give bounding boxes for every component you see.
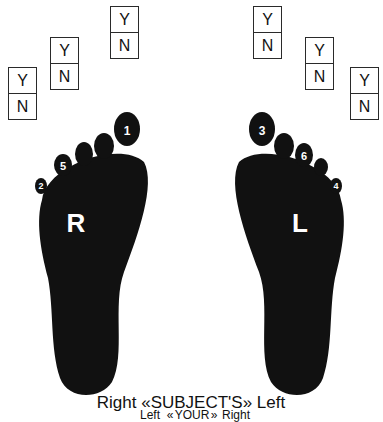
answer-letter: Y (262, 12, 273, 28)
answer-letter: Y (359, 73, 370, 89)
yes-box: Y (110, 6, 139, 33)
toe-number: 4 (333, 182, 338, 191)
toe-number: 1 (124, 125, 131, 137)
toe (54, 154, 72, 176)
no-box: N (305, 63, 334, 90)
viewer-orientation: YOUR (175, 409, 210, 421)
toe-number: 5 (60, 161, 66, 172)
toe (35, 178, 47, 194)
direction-mark: » (211, 409, 218, 421)
right-sole (39, 154, 148, 395)
toe (274, 133, 294, 159)
subject-orientation: Right «SUBJECT'S» Left (97, 394, 285, 411)
toe (249, 112, 275, 146)
toe (295, 143, 313, 167)
no-box: N (253, 32, 282, 59)
left-foot (235, 112, 344, 395)
direction-mark: « (167, 409, 174, 421)
no-box: N (8, 93, 37, 120)
yes-box: Y (8, 67, 37, 94)
toe-number: 2 (38, 182, 43, 191)
no-box: N (110, 32, 139, 59)
answer-letter: N (314, 69, 326, 85)
toe (114, 112, 140, 146)
foot-letter: R (67, 210, 86, 236)
answer-letter: N (262, 38, 274, 54)
answer-letter: N (359, 99, 371, 115)
answer-letter: N (119, 38, 131, 54)
toe (75, 142, 93, 166)
toe-number: 6 (301, 151, 307, 162)
answer-letter: Y (119, 12, 130, 28)
no-box: N (50, 63, 79, 90)
toe (314, 158, 328, 176)
answer-letter: Y (17, 73, 28, 89)
yes-box: Y (253, 6, 282, 33)
left-sole (235, 154, 344, 395)
answer-letter: Y (59, 43, 70, 59)
yes-box: Y (305, 37, 334, 64)
right-foot (35, 112, 148, 395)
yes-box: Y (350, 67, 379, 94)
no-box: N (350, 93, 379, 120)
toe (330, 178, 342, 194)
answer-letter: Y (314, 43, 325, 59)
foot-letter: L (292, 210, 308, 236)
viewer-orientation: Right (222, 409, 250, 421)
answer-letter: N (17, 99, 29, 115)
toe (94, 133, 114, 159)
answer-letter: N (59, 69, 71, 85)
yes-box: Y (50, 37, 79, 64)
viewer-orientation: Left (140, 409, 160, 421)
toe-number: 3 (259, 125, 266, 137)
